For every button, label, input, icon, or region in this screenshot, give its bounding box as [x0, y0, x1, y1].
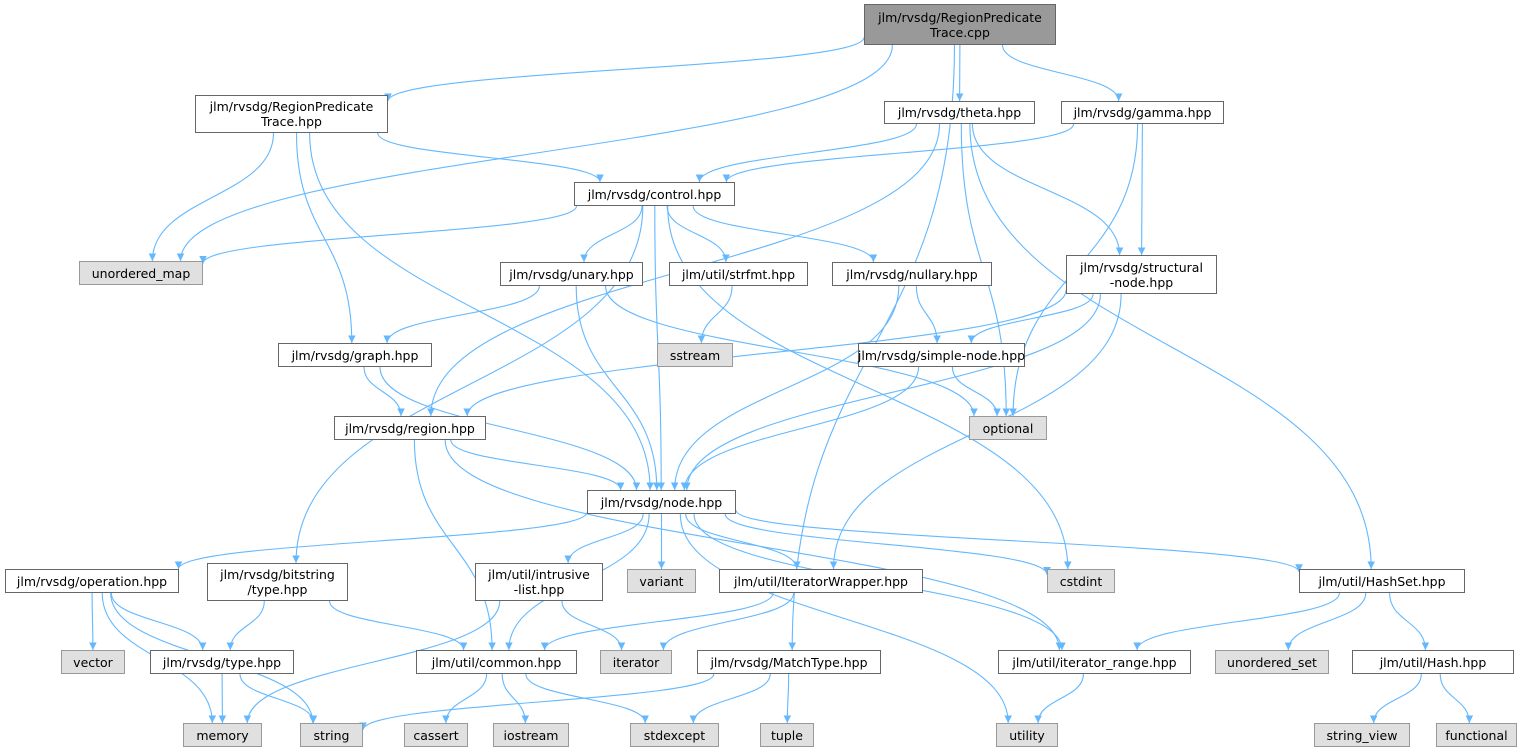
- node-memory: memory: [183, 723, 262, 747]
- edge-node-to-cstdint: [724, 513, 1051, 575]
- edge-hash-to-functional: [1439, 673, 1474, 724]
- edge-operation-to-type: [110, 592, 207, 651]
- node-strfmt[interactable]: jlm/util/strfmt.hpp: [669, 262, 808, 286]
- edge-intrusive-to-memory: [243, 600, 501, 724]
- edge-node-to-operation: [174, 512, 588, 570]
- node-intrusive[interactable]: jlm/util/intrusive -list.hpp: [475, 563, 603, 601]
- edge-hashset-to-iterrange: [1133, 592, 1340, 651]
- edge-structural-to-node: [682, 293, 1101, 491]
- node-utility: utility: [996, 723, 1058, 747]
- edge-unary-to-graph: [383, 285, 540, 344]
- node-operation[interactable]: jlm/rvsdg/operation.hpp: [5, 569, 179, 593]
- node-simple[interactable]: jlm/rvsdg/simple-node.hpp: [858, 343, 1025, 367]
- node-control[interactable]: jlm/rvsdg/control.hpp: [574, 182, 735, 206]
- node-optional: optional: [969, 416, 1047, 440]
- edge-node-to-hashset: [735, 509, 1303, 573]
- node-vector: vector: [61, 650, 125, 674]
- node-string_view: string_view: [1314, 723, 1410, 747]
- edge-graph-to-node: [379, 366, 641, 491]
- node-sstream: sstream: [657, 343, 733, 367]
- edge-rpt_hpp-to-control: [377, 132, 604, 183]
- edge-theta-to-hashset: [969, 123, 1376, 570]
- edge-node-to-intrusive: [564, 513, 644, 564]
- edge-nullary-to-simple: [915, 285, 941, 344]
- node-hash[interactable]: jlm/util/Hash.hpp: [1352, 650, 1514, 674]
- edge-unary-to-node: [575, 285, 661, 491]
- edge-common-to-iostream: [501, 673, 530, 724]
- node-iterrange[interactable]: jlm/util/iterator_range.hpp: [998, 650, 1191, 674]
- edge-iterwrap-to-iterator: [659, 592, 795, 651]
- node-root: jlm/rvsdg/RegionPredicate Trace.cpp: [864, 4, 1056, 45]
- node-unordered_set: unordered_set: [1215, 650, 1329, 674]
- node-node[interactable]: jlm/rvsdg/node.hpp: [587, 490, 736, 514]
- node-functional: functional: [1436, 723, 1517, 747]
- edge-common-to-cassert: [442, 673, 488, 724]
- node-region[interactable]: jlm/rvsdg/region.hpp: [334, 416, 486, 440]
- edge-intrusive-to-iterator: [561, 600, 626, 651]
- edge-hash-to-string_view: [1369, 673, 1422, 724]
- node-hashset[interactable]: jlm/util/HashSet.hpp: [1299, 569, 1465, 593]
- edge-hashset-to-unordered_set: [1284, 592, 1367, 651]
- node-tuple: tuple: [760, 723, 814, 747]
- node-stdexcept: stdexcept: [630, 723, 719, 747]
- node-nullary[interactable]: jlm/rvsdg/nullary.hpp: [832, 262, 992, 286]
- node-rpt_hpp[interactable]: jlm/rvsdg/RegionPredicate Trace.hpp: [195, 95, 388, 133]
- node-iostream: iostream: [493, 723, 569, 747]
- edge-matchtype-to-tuple: [783, 673, 792, 724]
- edge-iterwrap-to-common: [540, 592, 774, 651]
- edge-simple-to-node: [680, 366, 920, 491]
- edge-bittype-to-common: [328, 600, 468, 651]
- edge-region-to-iterrange: [444, 439, 1064, 651]
- edge-control-to-unary: [580, 205, 643, 263]
- node-type[interactable]: jlm/rvsdg/type.hpp: [150, 650, 294, 674]
- edge-gamma-to-structural: [1137, 123, 1146, 256]
- edge-simple-to-optional: [951, 366, 1001, 417]
- edge-structural-to-region: [463, 290, 1067, 417]
- node-unary[interactable]: jlm/rvsdg/unary.hpp: [500, 262, 643, 286]
- node-unordered_map: unordered_map: [79, 261, 203, 285]
- node-gamma[interactable]: jlm/rvsdg/gamma.hpp: [1061, 101, 1224, 124]
- node-cassert: cassert: [404, 723, 468, 747]
- node-cstdint: cstdint: [1047, 569, 1115, 593]
- edge-hashset-to-hash: [1389, 592, 1430, 651]
- edge-region-to-node: [450, 439, 625, 491]
- edge-gamma-to-control: [722, 123, 1075, 183]
- edge-matchtype-to-stdexcept: [689, 673, 771, 724]
- edge-type-to-string: [239, 673, 318, 724]
- edge-node-to-iterwrap: [685, 513, 801, 570]
- edge-theta-to-control: [695, 123, 918, 183]
- edge-control-to-unordered_map: [199, 205, 578, 264]
- edge-operation-to-vector: [89, 592, 97, 651]
- node-variant: variant: [627, 569, 696, 593]
- edge-root-to-unordered_map: [176, 44, 893, 262]
- edge-strfmt-to-sstream: [697, 285, 733, 344]
- edge-region-to-common: [413, 439, 496, 651]
- edge-root-to-gamma: [1001, 44, 1123, 102]
- edge-rpt_hpp-to-unordered_map: [148, 132, 275, 262]
- node-bittype[interactable]: jlm/rvsdg/bitstring /type.hpp: [207, 563, 348, 601]
- edge-rpt_hpp-to-graph: [295, 132, 356, 344]
- edge-nullary-to-node: [670, 285, 900, 491]
- edge-iterrange-to-utility: [1034, 673, 1084, 724]
- edge-matchtype-to-string: [359, 673, 715, 731]
- edge-node-to-utility: [679, 513, 1013, 724]
- node-graph[interactable]: jlm/rvsdg/graph.hpp: [278, 343, 432, 367]
- edge-control-to-nullary: [692, 205, 878, 263]
- node-string: string: [300, 723, 363, 747]
- edge-control-to-strfmt: [666, 205, 730, 263]
- edge-bittype-to-type: [226, 600, 265, 651]
- node-matchtype[interactable]: jlm/rvsdg/MatchType.hpp: [697, 650, 881, 674]
- edge-root-to-rpt_hpp: [384, 37, 865, 102]
- edge-graph-to-region: [363, 366, 405, 417]
- node-structural[interactable]: jlm/rvsdg/structural -node.hpp: [1066, 255, 1217, 294]
- node-iterwrap[interactable]: jlm/util/IteratorWrapper.hpp: [719, 569, 923, 593]
- node-theta[interactable]: jlm/rvsdg/theta.hpp: [884, 101, 1035, 124]
- node-iterator: iterator: [600, 650, 672, 674]
- edge-structural-to-simple: [967, 293, 1094, 344]
- node-common[interactable]: jlm/util/common.hpp: [416, 650, 577, 674]
